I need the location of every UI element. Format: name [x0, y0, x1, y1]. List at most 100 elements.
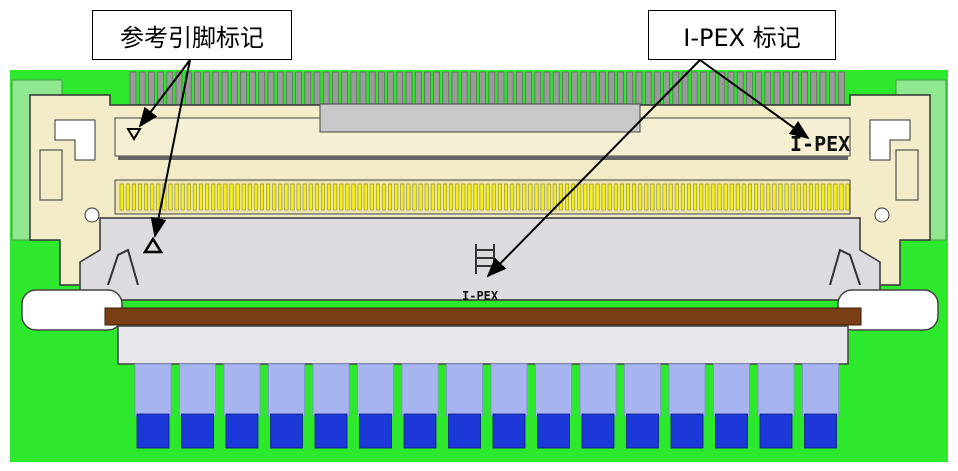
yellow-pin — [577, 183, 582, 211]
yellow-pin — [558, 183, 563, 211]
yellow-pin — [199, 183, 203, 211]
contact-dark — [136, 413, 170, 449]
yellow-pin — [302, 183, 307, 211]
yellow-pin — [815, 183, 820, 211]
yellow-pin — [168, 183, 173, 211]
yellow-pin — [790, 183, 795, 211]
contact-light — [446, 363, 483, 417]
yellow-pin-row — [119, 183, 850, 211]
yellow-pin — [174, 183, 179, 211]
yellow-pin — [144, 183, 149, 211]
yellow-pin — [430, 183, 435, 211]
contact-dark — [270, 413, 303, 449]
yellow-pin — [321, 183, 325, 211]
yellow-pin — [760, 183, 765, 211]
yellow-pin — [522, 183, 527, 211]
yellow-pin — [217, 183, 222, 211]
yellow-pin — [516, 183, 521, 211]
center-ipex-logo: I-PEX — [462, 289, 499, 303]
yellow-pin — [339, 183, 344, 211]
yellow-pin — [741, 183, 746, 211]
yellow-pin — [729, 183, 734, 211]
yellow-pin — [723, 183, 728, 211]
yellow-pin — [223, 183, 228, 211]
right-latch — [869, 119, 911, 161]
left-hole — [84, 207, 100, 223]
top-triangle-mark — [126, 128, 142, 141]
contact-light — [357, 363, 394, 417]
yellow-pin — [552, 183, 557, 211]
yellow-pin — [748, 183, 752, 211]
yellow-pin — [687, 183, 691, 211]
yellow-pin — [772, 183, 777, 211]
yellow-pin — [369, 183, 374, 211]
yellow-pin — [424, 183, 429, 211]
contact-dark — [804, 413, 837, 449]
yellow-pin — [705, 183, 710, 211]
right-slot — [895, 149, 919, 201]
yellow-pin — [119, 183, 124, 211]
yellow-pin — [845, 183, 850, 211]
yellow-pin — [680, 183, 685, 211]
yellow-pin — [284, 183, 289, 211]
yellow-pin — [363, 183, 368, 211]
yellow-pin — [400, 183, 405, 211]
yellow-pin — [528, 183, 533, 211]
yellow-pin — [394, 183, 399, 211]
yellow-pin — [235, 183, 240, 211]
yellow-pin — [607, 183, 612, 211]
yellow-pin — [601, 183, 606, 211]
actuator-bar — [104, 307, 862, 326]
yellow-pin — [186, 183, 191, 211]
yellow-pin — [491, 183, 496, 211]
yellow-pin — [156, 183, 161, 211]
yellow-pin — [809, 183, 813, 211]
yellow-pin — [827, 183, 832, 211]
yellow-pin — [613, 183, 618, 211]
yellow-pin — [699, 183, 704, 211]
yellow-pin — [497, 183, 502, 211]
yellow-pin — [308, 183, 313, 211]
yellow-pin — [455, 183, 460, 211]
yellow-pin — [619, 183, 624, 211]
contact-light — [802, 363, 839, 417]
yellow-pin — [656, 183, 661, 211]
yellow-pin — [626, 183, 630, 211]
yellow-pin — [253, 183, 258, 211]
yellow-pin — [796, 183, 801, 211]
yellow-pin — [839, 183, 844, 211]
yellow-pin — [461, 183, 466, 211]
yellow-pin — [784, 183, 789, 211]
left-latch — [54, 119, 96, 161]
contact-dark — [715, 413, 748, 449]
yellow-pin — [351, 183, 356, 211]
contact-dark — [537, 413, 570, 449]
yellow-pin — [766, 183, 771, 211]
contact-dark — [403, 413, 437, 449]
yellow-pin — [754, 183, 759, 211]
yellow-pin — [833, 183, 838, 211]
lower-body — [117, 325, 849, 365]
contact-light — [757, 363, 795, 417]
yellow-pin — [229, 183, 234, 211]
yellow-pin — [436, 183, 441, 211]
contact-dark — [181, 413, 214, 449]
left-clip — [107, 248, 139, 286]
yellow-pin — [638, 183, 643, 211]
contact-dark — [581, 413, 615, 449]
contact-dark — [759, 413, 793, 449]
shell-triangle-mark — [142, 236, 164, 254]
contact-dark — [225, 413, 259, 449]
yellow-pin — [357, 183, 362, 211]
yellow-pin — [241, 183, 246, 211]
yellow-pin — [534, 183, 539, 211]
right-hole — [874, 207, 890, 223]
yellow-pin — [540, 183, 545, 211]
arrow-ref-to-top-mark — [138, 59, 191, 128]
contact-dark — [359, 413, 392, 449]
yellow-pin — [595, 183, 600, 211]
right-clip — [829, 248, 861, 286]
yellow-pin — [131, 183, 136, 211]
yellow-pin — [510, 183, 515, 211]
